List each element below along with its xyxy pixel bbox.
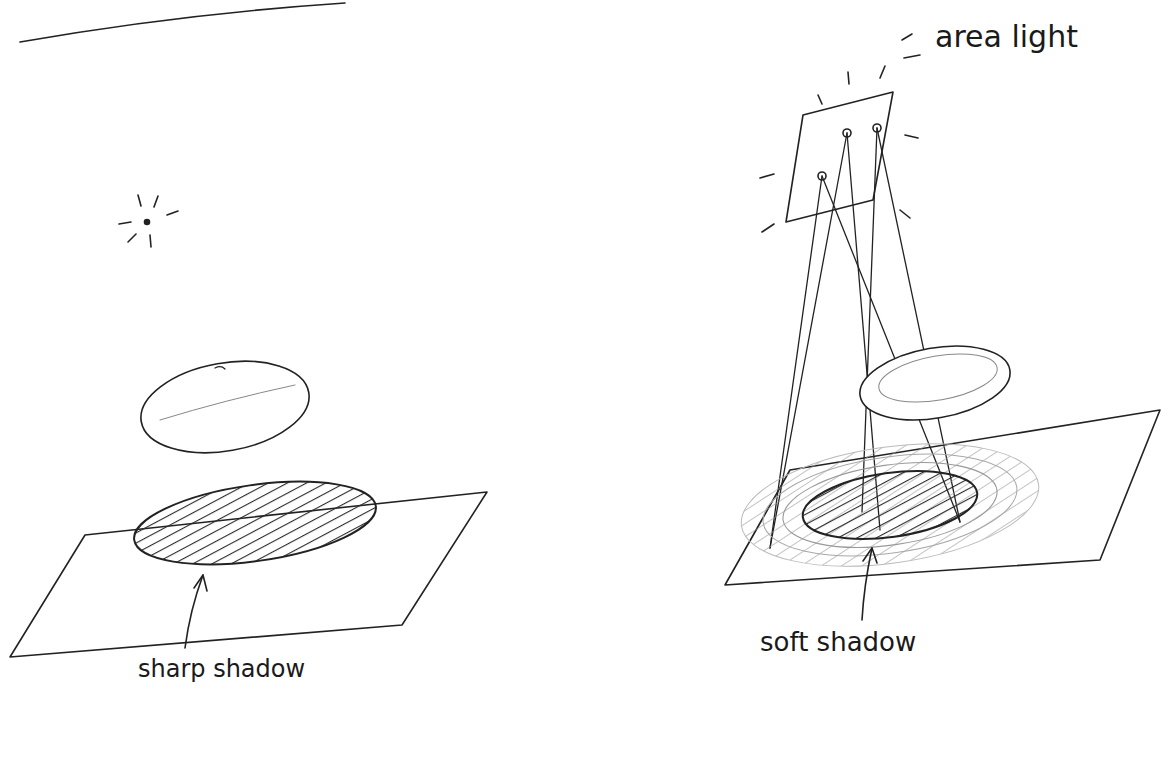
occluder-disc — [134, 349, 317, 465]
soft-shadow — [733, 427, 1046, 584]
callout-label: area light — [935, 20, 1078, 53]
point-light — [119, 195, 178, 247]
callout-label: soft shadow — [760, 628, 916, 657]
leader-arrow — [185, 575, 207, 648]
sharp-shadow — [129, 468, 381, 577]
ground-plane — [725, 410, 1160, 585]
top-rule — [20, 3, 345, 42]
leader-arrow — [862, 548, 877, 620]
callout-label: sharp shadow — [138, 656, 305, 682]
occluder-disc — [854, 335, 1016, 430]
area-light — [760, 34, 920, 232]
